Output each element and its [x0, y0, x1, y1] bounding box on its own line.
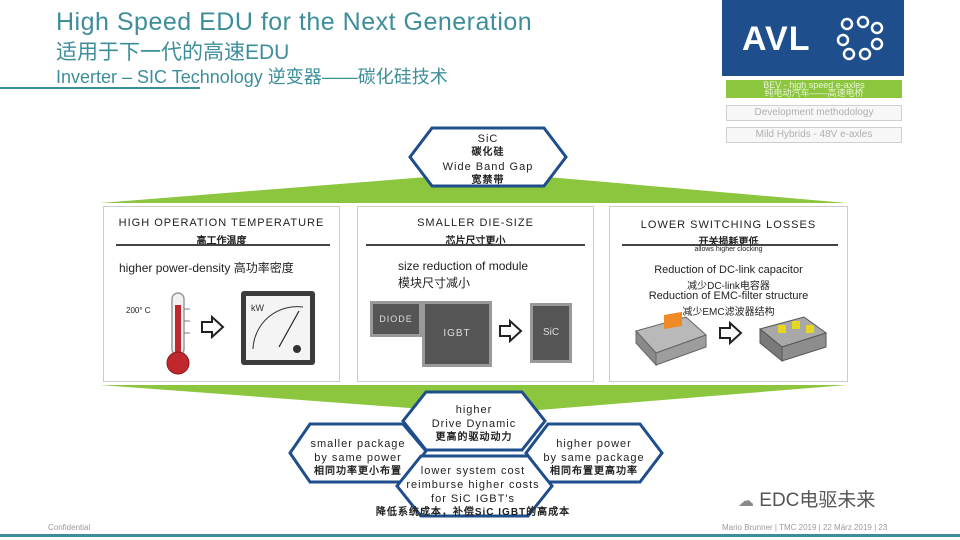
hex-center-bottom-line2: reimburse higher costs	[406, 479, 540, 491]
panel-smaller-die: SMALLER DIE-SIZE 芯片尺寸更小 size reduction o…	[357, 206, 594, 382]
nav-item-bev-label: BEV - high speed e-axles	[763, 80, 865, 90]
hex-right-line2: by same package	[543, 452, 645, 464]
arrow-icon	[201, 315, 225, 339]
arrow-icon	[719, 321, 743, 345]
avl-logo: AVL	[722, 0, 904, 76]
title-chinese: 适用于下一代的高速EDU	[56, 41, 290, 64]
thermometer-icon	[166, 292, 190, 375]
hex-center-bottom-line1: lower system cost	[420, 465, 526, 477]
hex-center-top	[401, 390, 547, 452]
panel2-rule	[366, 244, 585, 246]
hex-left-text: smaller package by same power 相同功率更小布置	[290, 437, 426, 479]
panel3-line2: 减少DC-link电容器	[687, 281, 770, 292]
panel2-title-zh: 芯片尺寸更小	[445, 236, 506, 247]
hex-left-line3: 相同功率更小布置	[314, 466, 402, 477]
panel3-note: allows higher clocking	[694, 246, 763, 253]
panel2-text2: 模块尺寸减小	[398, 276, 471, 290]
panel-lower-switching: LOWER SWITCHING LOSSES 开关损耗更低 allows hig…	[609, 206, 848, 382]
inverter-module-old-icon	[635, 311, 707, 367]
inverter-module-new-icon	[758, 316, 828, 363]
hex-center-top-text: higher Drive Dynamic 更高的驱动动力	[403, 403, 545, 445]
hex-left-line2: by same power	[314, 452, 402, 464]
nav-item-bev[interactable]: BEV - high speed e-axles 纯电动汽车——高速电桥	[726, 80, 902, 98]
igbt-chip: IGBT	[422, 301, 492, 367]
hex-center-bottom-text: lower system cost reimburse higher costs…	[350, 464, 596, 520]
hex-right	[524, 422, 664, 484]
footer-citation: Mario Brunner | TMC 2019 | 22 März 2019 …	[722, 523, 888, 532]
logo-text: AVL	[742, 20, 811, 58]
wechat-icon: ☁	[738, 493, 754, 510]
sic-chip: SiC	[530, 303, 572, 363]
hex-center-top-line1: higher	[455, 404, 493, 416]
power-gauge-icon: kW	[241, 291, 315, 365]
gauge-unit: kW	[251, 303, 265, 313]
panel-high-temperature: HIGH OPERATION TEMPERATURE 高工作温度 higher …	[103, 206, 340, 382]
hex-right-line3: 相同布置更高功率	[550, 466, 638, 477]
panel3-line4: 减少EMC滤波器结构	[682, 307, 775, 318]
panel3-rule	[622, 244, 838, 246]
hex-right-text: higher power by same package 相同布置更高功率	[526, 437, 662, 479]
top-hex-line3: Wide Band Gap	[442, 161, 534, 173]
nav-item-development[interactable]: Development methodology	[726, 105, 902, 121]
hex-center-bottom-line4: 降低系统成本，补偿SiC IGBT的高成本	[375, 507, 571, 518]
arrow-icon	[499, 319, 523, 343]
panel3-line3: Reduction of EMC-filter structure	[648, 290, 809, 302]
panel3-title: LOWER SWITCHING LOSSES	[640, 219, 817, 231]
temperature-label: 200° C	[126, 306, 151, 315]
nav-item-mild-hybrids[interactable]: Mild Hybrids - 48V e-axles	[726, 127, 902, 143]
hex-center-bottom	[395, 454, 554, 518]
top-hex-line2: 碳化硅	[471, 147, 505, 158]
top-hex-line1: SiC	[477, 133, 499, 145]
panel1-title: HIGH OPERATION TEMPERATURE	[118, 217, 325, 229]
title-english: High Speed EDU for the Next Generation	[56, 8, 533, 36]
panel1-title-zh: 高工作温度	[196, 236, 247, 247]
watermark-text: EDC电驱未来	[759, 490, 876, 511]
confidential-label: Confidential	[48, 523, 91, 532]
hex-center-top-line3: 更高的驱动动力	[435, 432, 513, 443]
diode-chip: DIODE	[370, 301, 422, 337]
panel3-line1: Reduction of DC-link capacitor	[654, 264, 803, 276]
title-underline	[0, 87, 200, 89]
panel2-text1: size reduction of module	[398, 259, 529, 273]
hex-center-bottom-line3: for SiC IGBT's	[431, 493, 515, 505]
panel3-title-zh: 开关损耗更低	[698, 237, 759, 248]
hex-left-line1: smaller package	[310, 438, 406, 450]
top-hex-text: SiC 碳化硅 Wide Band Gap 宽禁带	[410, 132, 566, 188]
panel2-title: SMALLER DIE-SIZE	[417, 217, 534, 229]
subtitle: Inverter – SIC Technology 逆变器——碳化硅技术	[56, 67, 448, 87]
top-hexagon	[408, 126, 568, 188]
bottom-rule	[0, 534, 960, 537]
hex-center-top-line2: Drive Dynamic	[431, 418, 517, 430]
logo-swirl-icon	[836, 15, 884, 61]
nav-item-bev-sublabel: 纯电动汽车——高速电桥	[764, 88, 864, 98]
top-hex-line4: 宽禁带	[471, 175, 505, 186]
watermark: ☁ EDC电驱未来	[738, 485, 875, 512]
panel1-rule	[116, 244, 330, 246]
panel1-text: higher power-density 高功率密度	[119, 261, 294, 275]
hex-right-line1: higher power	[556, 438, 632, 450]
